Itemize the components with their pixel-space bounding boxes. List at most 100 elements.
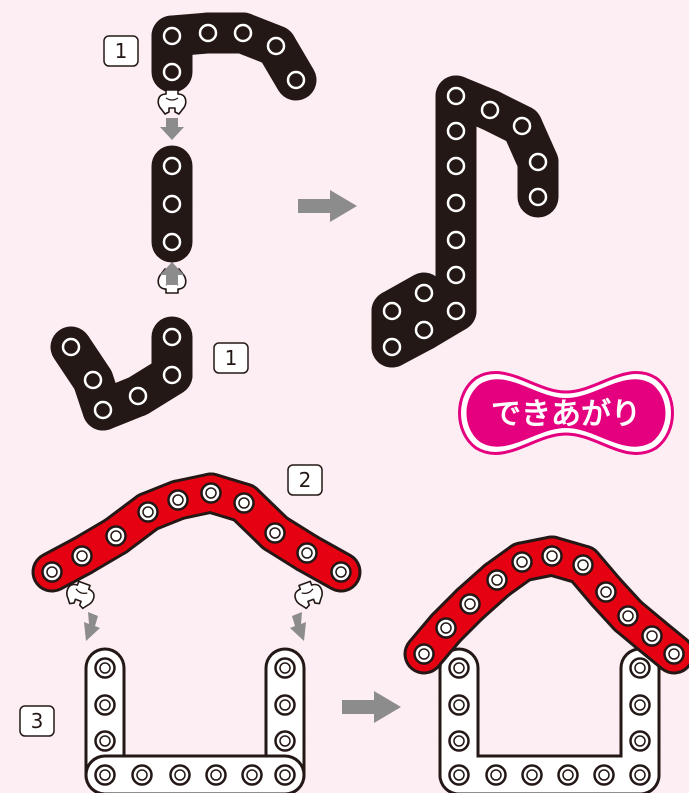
chain-roller-hole [210,769,222,781]
chain-roller-hole [622,610,634,622]
result-arrow-icon [298,190,357,222]
chain-roller [641,625,663,647]
result-arrow-icon [342,691,401,723]
chain-roller [446,301,466,321]
chain-roller-hole [301,547,313,559]
chain-roller [593,764,615,786]
chain-roller-hole [634,662,646,674]
chain-clip-icon [157,89,187,115]
chain-roller-hole [110,530,122,542]
chain-roller-hole [598,769,610,781]
chain-roller-hole [99,735,111,747]
chain-roller-hole [668,648,680,660]
chain-roller [94,730,116,752]
chain-roller [162,62,182,82]
chain-roller-hole [279,735,291,747]
chain-roller [93,400,113,420]
chain-roller [521,764,543,786]
chain-roller-hole [238,497,250,509]
chain-roller-hole [172,494,184,506]
arrow-up-icon [160,262,184,285]
chain-roller [233,23,253,43]
chain-roller [557,764,579,786]
step-label-2: 2 [287,464,323,496]
chain-roller-hole [174,769,186,781]
chain-link-fill [258,28,314,98]
chain-roller-hole [453,769,465,781]
chain-roller [629,694,651,716]
chain-roller [274,657,296,679]
chain-roller [511,551,533,573]
chain-roller [486,569,508,591]
chain-roller [485,764,507,786]
chain-roller [41,561,63,583]
svg-text:できあがり: できあがり [491,397,641,432]
chain-roller [629,730,651,752]
chain-roller [572,554,594,576]
chain-roller [528,152,548,172]
step-label-1-top: 1 [103,35,139,67]
chain-roller-hole [440,622,452,634]
arrow-down-left-icon [84,612,100,641]
chain-roller-hole [646,630,658,642]
step-label-1-bottom: 1 [213,342,249,374]
chain-roller [71,545,93,567]
chain-roller [448,694,470,716]
svg-text:1: 1 [115,39,128,63]
floor-chain [84,754,306,793]
chain-roller-hole [279,662,291,674]
completion-badge: できあがり [458,371,674,455]
chain-roller [446,121,466,141]
chain-roller-hole [464,598,476,610]
chain-roller-hole [490,769,502,781]
chain-roller [162,327,182,347]
chain-roller [274,694,296,716]
chain-roller-hole [46,566,58,578]
note-finished-chain [371,75,559,368]
chain-roller [480,100,500,120]
chain-roller [105,525,127,547]
chain-roller-hole [136,769,148,781]
chain-link-fill [374,275,442,329]
chain-roller [595,581,617,603]
chain-roller [94,694,116,716]
chain-roller-hole [634,735,646,747]
chain-roller [131,764,153,786]
chain-roller [448,764,470,786]
chain-link-fill [53,329,111,398]
chain-roller [94,764,116,786]
svg-text:3: 3 [31,709,44,733]
chain-roller [446,230,466,250]
chain-roller [446,86,466,106]
chain-roller [83,370,103,390]
chain-roller-hole [562,769,574,781]
note-middle-chain [151,145,193,263]
chain-roller [198,23,218,43]
chain-roller [617,605,639,627]
chain-roller [169,764,191,786]
chain-roller-hole [142,506,154,518]
chain-roller [435,617,457,639]
chain-roller [162,26,182,46]
chain-roller [274,730,296,752]
chain-roller-hole [634,699,646,711]
chain-roller [663,643,685,665]
chain-roller [61,337,81,357]
chain-roller [512,116,532,136]
chain-roller [382,337,402,357]
arrow-down-right-icon [290,612,306,641]
chain-roller [382,301,402,321]
house-finished-chain [403,535,689,793]
chain-roller [541,545,563,567]
chain-roller [446,156,466,176]
chain-roller-hole [546,550,558,562]
chain-roller-hole [279,769,291,781]
svg-text:1: 1 [225,346,238,370]
chain-roller [446,265,466,285]
chain-roller-hole [526,769,538,781]
chain-roller [266,36,286,56]
step-label-3: 3 [19,705,55,737]
chain-roller [205,764,227,786]
